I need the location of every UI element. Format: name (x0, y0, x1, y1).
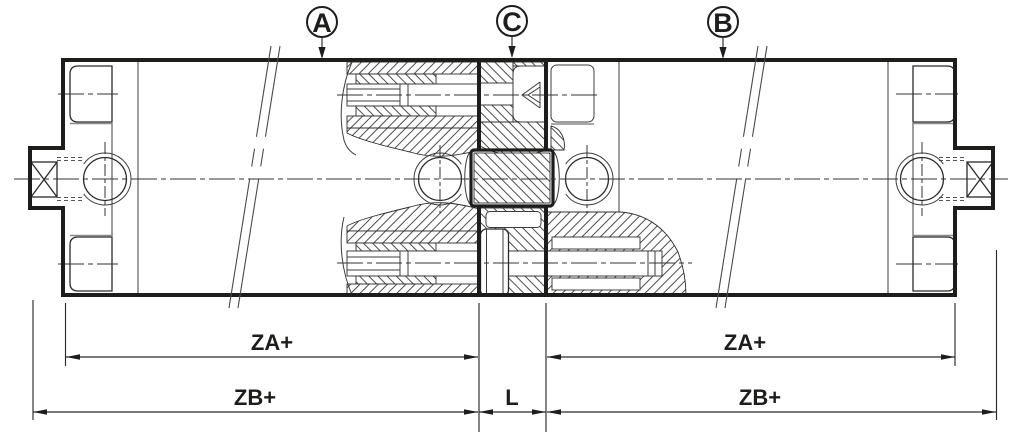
callout-c-arrow-icon (508, 46, 516, 58)
callout-b-label: B (713, 8, 733, 38)
nut-section-c (478, 207, 547, 297)
dimension-za-left-label: ZA+ (251, 330, 293, 355)
dimension-zb-right-label: ZB+ (739, 385, 781, 410)
callout-c: C (496, 5, 528, 58)
dimension-za-right-label: ZA+ (724, 330, 766, 355)
screw-head-bottom-left (58, 234, 118, 292)
dimension-zb-right: ZB+ (547, 385, 996, 415)
tie-rod-section-top (340, 61, 480, 157)
dimension-zb-left: ZB+ (33, 385, 478, 415)
callout-b-arrow-icon (719, 47, 727, 59)
tie-rod-section-bottom-left (340, 202, 480, 296)
extension-lines (32, 250, 998, 432)
body-outline (28, 58, 995, 297)
dimension-za-right: ZA+ (547, 330, 955, 360)
tie-rod-section-bottom-right (545, 211, 687, 296)
screw-head-top-left (58, 65, 118, 125)
socket-screw-section-c (479, 61, 548, 156)
break-line-left (228, 45, 281, 309)
callout-c-label: C (502, 7, 522, 37)
callout-b: B (707, 6, 739, 59)
dimension-l: L (479, 385, 546, 415)
washer (485, 211, 542, 228)
screw-head-top-right (896, 65, 958, 125)
dimension-l-label: L (505, 385, 518, 410)
break-line-right (715, 45, 768, 309)
center-coupling-section (464, 148, 560, 208)
callout-a-arrow-icon (318, 47, 326, 59)
callout-a-label: A (312, 8, 332, 38)
screw-pocket-b (550, 64, 595, 151)
screw-head-bottom-right (896, 234, 958, 292)
dimension-za-left: ZA+ (66, 330, 478, 360)
callout-a: A (306, 6, 338, 59)
dimension-zb-left-label: ZB+ (234, 385, 276, 410)
